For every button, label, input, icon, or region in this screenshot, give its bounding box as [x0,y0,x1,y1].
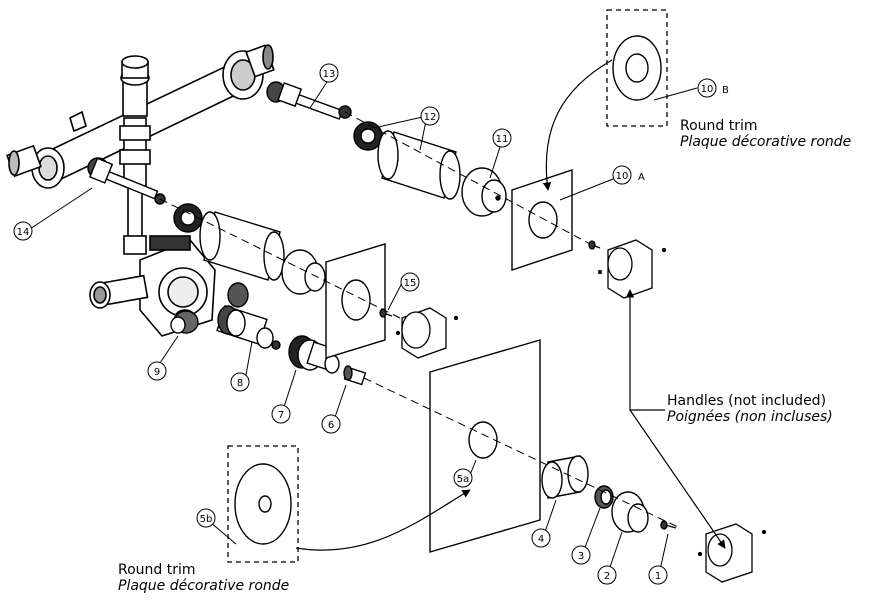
part-6 [343,365,367,386]
callout-circles [13,63,717,585]
callout-3: 3 [578,551,584,562]
part-5a-square-trim [429,339,541,553]
callout-1: 1 [655,571,661,582]
part-11-bonnet [461,167,507,217]
part-5b-round-trim [227,445,299,563]
callout-15: 15 [404,278,417,289]
callout-5b: 5b [200,514,213,525]
round-trim-bottom-en: Round trim [118,562,196,578]
callout-10a-suffix: A [638,172,645,183]
callout-13: 13 [323,69,336,80]
callout-11: 11 [496,134,509,145]
callout-4: 4 [538,534,544,545]
round-trim-bottom-label: Round trim Plaque décorative ronde [118,562,289,594]
bottom-handle [697,523,767,583]
callout-6: 6 [328,420,334,431]
callout-10b-suffix: B [722,85,729,96]
callout-numbers: 13 12 11 10 A 10 B 14 15 9 8 7 6 5a 4 3 … [17,69,729,582]
callout-7: 7 [278,410,284,421]
callout-10b: 10 [701,84,714,95]
parts-1-to-4 [541,455,677,533]
valve-pipework [6,44,275,255]
handle-arrows [625,289,726,549]
part-13-stem [266,81,352,120]
handles-fr: Poignées (non incluses) [667,409,833,425]
part-8-cartridge [216,282,281,350]
round-trim-top-label: Round trim Plaque décorative ronde [680,118,851,150]
callout-14: 14 [17,227,30,238]
axis-lines [159,111,681,529]
curved-arrows [295,59,613,551]
round-trim-top-fr: Plaque décorative ronde [680,134,852,150]
mixing-valve-body [89,235,216,337]
callout-9: 9 [154,367,160,378]
middle-gasket-sleeve [173,203,326,295]
callout-12: 12 [424,112,437,123]
part-14-stem [87,157,166,205]
part-10b-round-trim [606,9,668,127]
middle-square-trim [325,243,386,359]
callout-2: 2 [604,571,610,582]
top-handle [588,239,667,299]
round-trim-top-en: Round trim [680,118,758,134]
part-10a-square-trim [511,169,573,271]
handles-label: Handles (not included) Poignées (non inc… [667,393,833,425]
callout-8: 8 [237,378,243,389]
round-trim-bottom-fr: Plaque décorative ronde [118,578,290,594]
handles-en: Handles (not included) [667,393,827,409]
part-15-screw-middle-handle [379,307,459,359]
leader-lines [29,81,698,571]
part-12-gasket-sleeve [353,121,461,200]
callout-10a: 10 [616,171,629,182]
callout-5a: 5a [457,474,470,485]
part-9 [170,310,199,334]
